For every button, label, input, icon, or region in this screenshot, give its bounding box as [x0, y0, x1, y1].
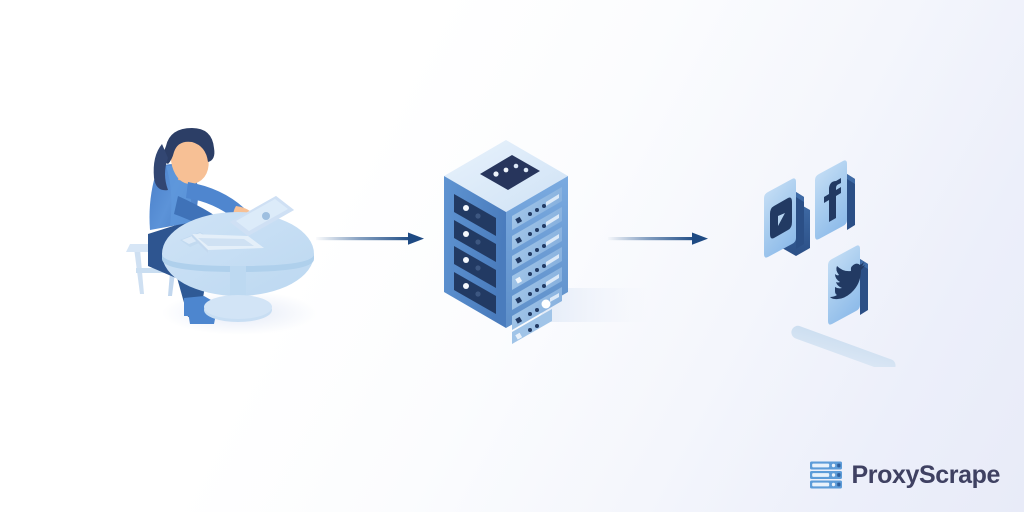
server-front-units	[512, 187, 562, 344]
youtube-icon[interactable]	[764, 178, 810, 258]
laptop-logo-icon	[262, 212, 270, 220]
proxyscrape-server-mark	[809, 461, 842, 489]
arrow-person-to-server	[316, 232, 424, 245]
arrow-head-icon	[692, 232, 708, 245]
arrow-head-icon	[408, 232, 424, 245]
proxyscrape-logo[interactable]: ProxyScrape	[809, 460, 1000, 490]
facebook-icon[interactable]	[815, 160, 855, 240]
decorative-bar	[791, 325, 896, 367]
twitter-bird-glyph	[830, 262, 865, 300]
laptop	[192, 196, 294, 253]
person-head	[153, 128, 215, 191]
server-side-units	[454, 194, 496, 314]
social-icons-group	[764, 160, 896, 367]
facebook-f-glyph	[824, 178, 841, 222]
arrow-server-to-social	[608, 232, 708, 245]
server-rack	[444, 140, 648, 344]
person-at-laptop	[126, 128, 318, 335]
twitter-icon[interactable]	[828, 245, 868, 325]
person-ponytail	[153, 144, 168, 191]
person-hair	[163, 128, 215, 164]
logo-wordmark: ProxyScrape	[851, 460, 1001, 489]
server-top-panel	[480, 155, 540, 190]
youtube-play-glyph	[770, 197, 792, 239]
server-ground-shadow	[536, 288, 648, 322]
